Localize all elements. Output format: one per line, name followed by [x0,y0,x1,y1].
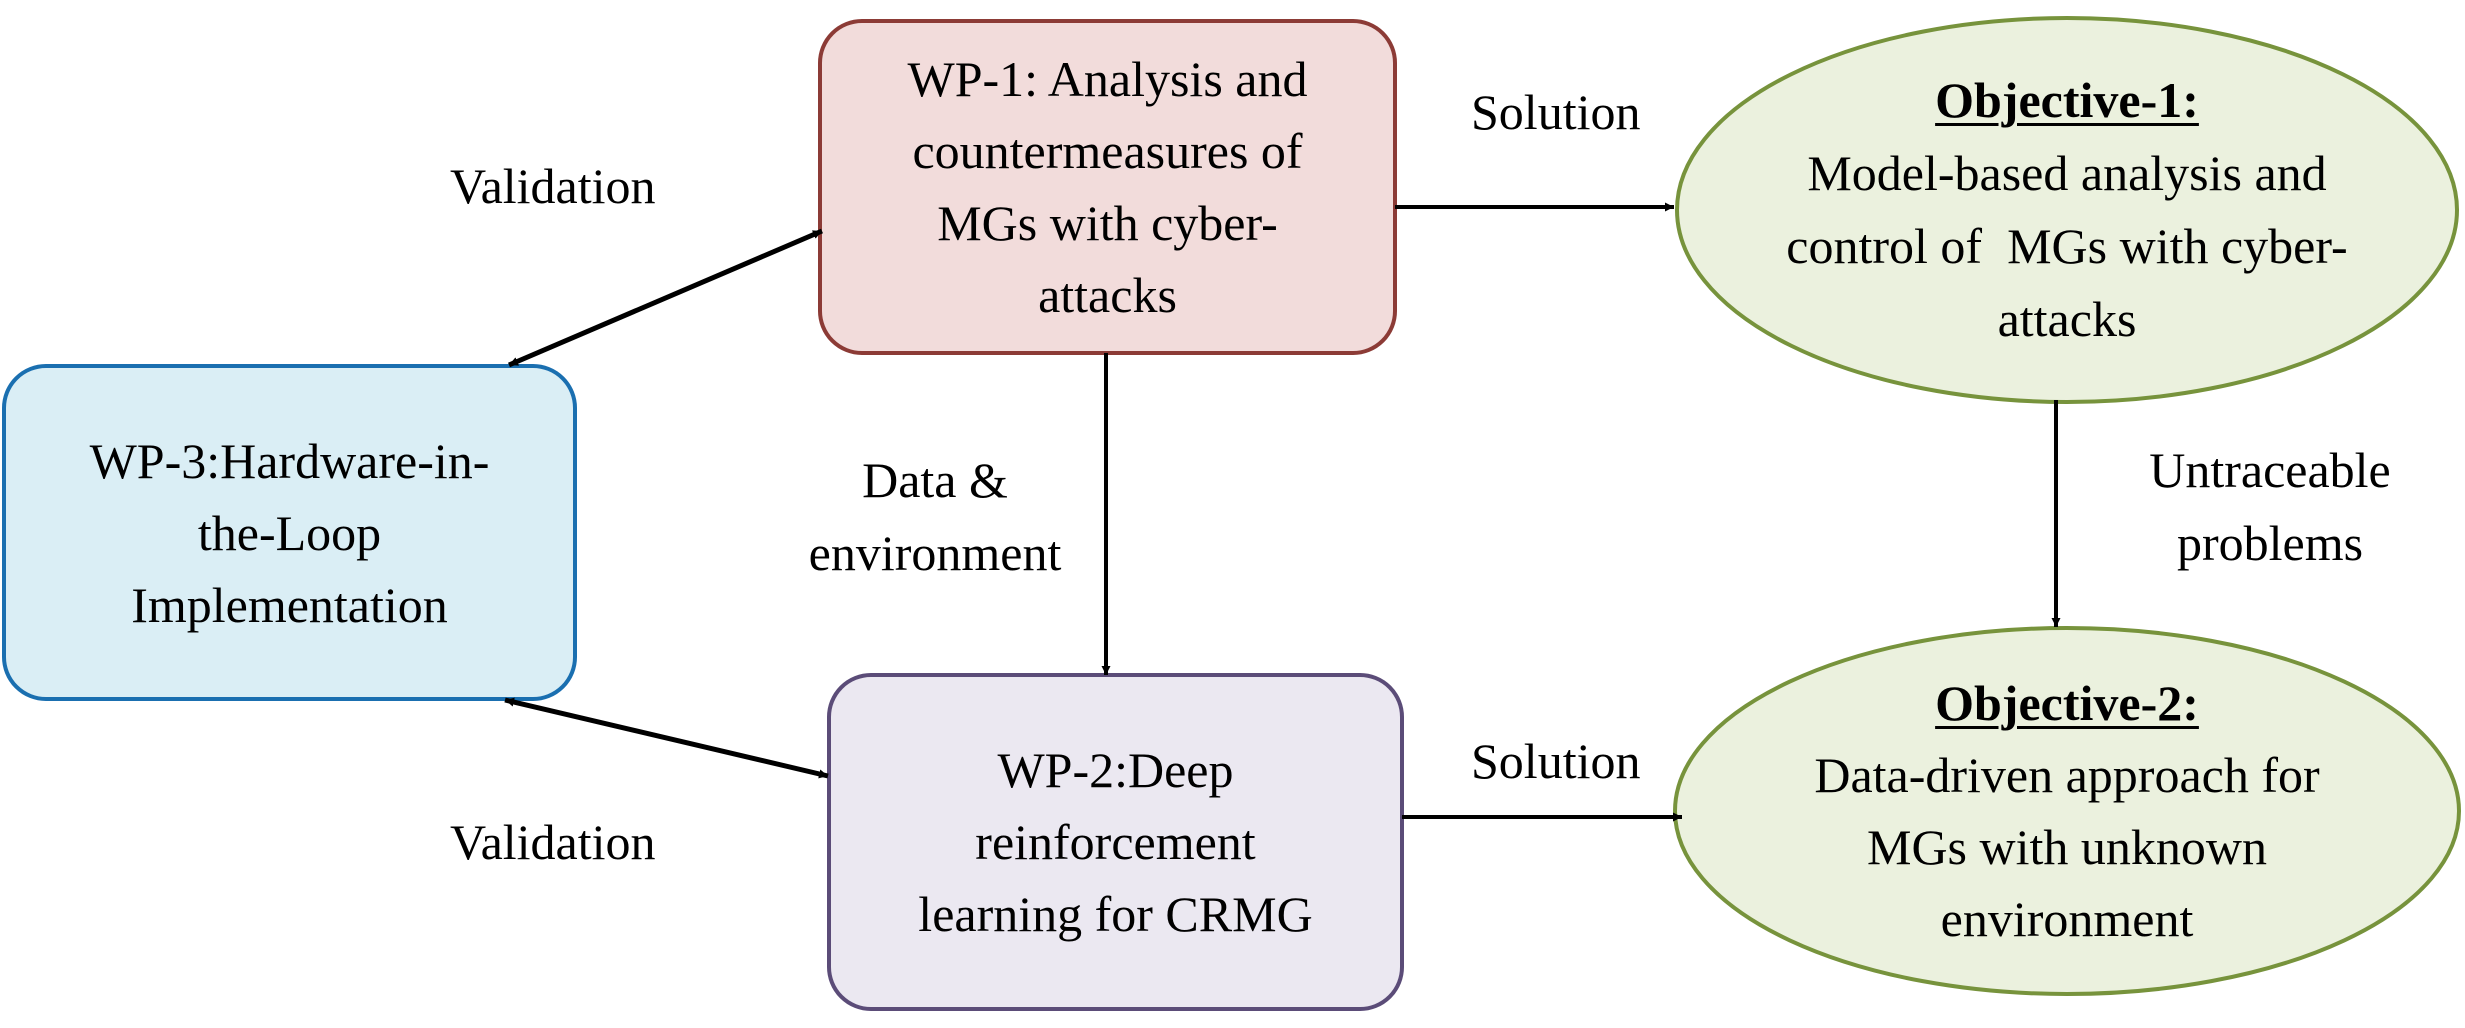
wp1-line: MGs with cyber- [937,195,1278,251]
objective2-line: environment [1940,891,2194,947]
objective1-line: attacks [1997,291,2137,347]
wp3-box [2,364,577,701]
objective1-line: control of MGs with cyber- [1786,218,2348,274]
objective1-title: Objective-1: [1935,72,2199,128]
wp3-line: Implementation [131,576,448,633]
wp2-box [827,673,1404,1011]
wp2-line: learning for CRMG [918,886,1313,942]
wp3-line: WP-3:Hardware-in- [89,432,490,489]
validation-top-arrow [508,228,823,368]
objective2-title: Objective-2: [1935,675,2199,731]
data-environment-line: Data & [862,452,1008,508]
wp3-label: WP-3:Hardware-in- the-Loop Implementatio… [4,366,575,699]
objective2-line: MGs with unknown [1866,819,2268,875]
untraceable-line: problems [2176,515,2364,571]
objective2-line: Data-driven approach for [1814,747,2320,803]
wp1-line: WP-1: Analysis and [907,51,1308,107]
wp3-line: the-Loop [197,504,382,561]
solution-bottom-label: Solution [1471,733,1641,789]
objective1-label: Objective-1: Model-based analysis and co… [1677,18,2457,402]
objective1-line: Model-based analysis and [1807,145,2327,201]
wp1-label: WP-1: Analysis and countermeasures of MG… [820,21,1395,353]
solution-top-label: Solution [1471,84,1641,140]
validation-bottom-label: Validation [450,814,656,870]
wp1-line: attacks [1038,267,1177,323]
objective2-ellipse [1673,626,2461,996]
wp2-label: WP-2:Deep reinforcement learning for CRM… [829,675,1402,1009]
data-environment-line: environment [808,525,1062,581]
wp2-line: WP-2:Deep [997,742,1234,798]
wp2-line: reinforcement [975,814,1256,870]
untraceable-line: Untraceable [2149,442,2391,498]
objective1-ellipse [1675,16,2459,404]
objective2-label: Objective-2: Data-driven approach for MG… [1675,628,2459,994]
validation-top-label: Validation [450,158,656,214]
data-environment-label: Data & environment [770,444,1100,590]
wp1-line: countermeasures of [912,123,1303,179]
validation-bottom-arrow [504,697,829,779]
untraceable-label: Untraceable problems [2120,434,2420,580]
